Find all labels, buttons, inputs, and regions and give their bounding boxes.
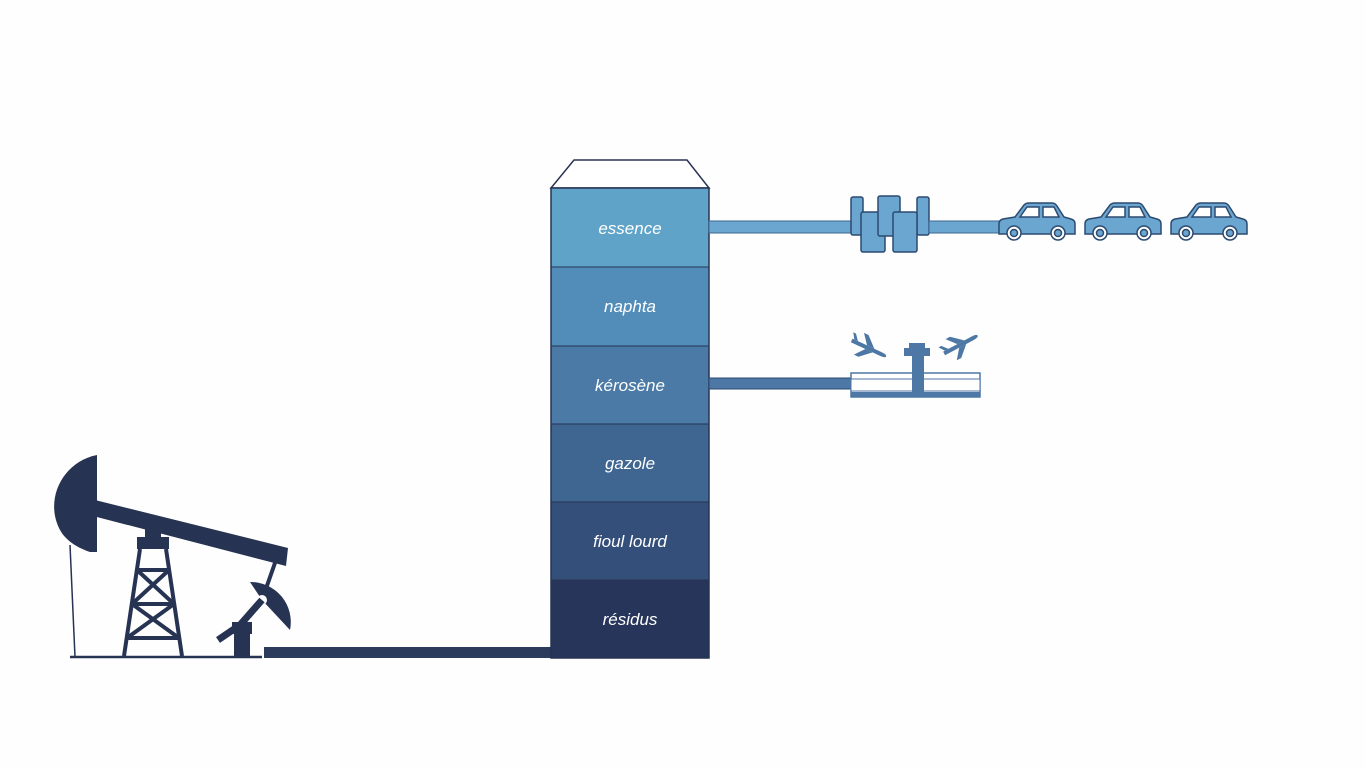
layer-label-naphta: naphta <box>604 297 656 316</box>
layer-label-residus: résidus <box>603 610 658 629</box>
essence-pipe-2 <box>928 220 1000 234</box>
oil-pumpjack-icon <box>54 455 291 659</box>
crude-feed-pipe <box>264 647 552 658</box>
layer-fioul-lourd <box>551 502 709 580</box>
layer-label-fioul-lourd: fioul lourd <box>593 532 667 551</box>
column-cap <box>549 159 711 189</box>
fuel-tank-icon <box>850 195 930 253</box>
layer-kerosene <box>551 346 709 424</box>
layer-label-essence: essence <box>598 219 661 238</box>
control-tower-icon <box>904 343 930 397</box>
airport-icon <box>850 332 981 398</box>
car-icon <box>998 202 1248 241</box>
layer-essence <box>551 188 709 267</box>
essence-pipe <box>708 220 852 234</box>
airplane-landing-icon <box>850 332 887 358</box>
kerosene-output <box>708 332 981 398</box>
essence-output <box>708 195 1248 253</box>
airplane-takeoff-icon <box>938 334 978 361</box>
layer-label-kerosene: kérosène <box>595 376 665 395</box>
distillation-column: essence naphta kérosène gazole fioul lou… <box>549 159 711 659</box>
layer-label-gazole: gazole <box>605 454 655 473</box>
layer-naphta <box>551 267 709 346</box>
kerosene-pipe <box>708 377 852 390</box>
layer-gazole <box>551 424 709 502</box>
layer-residus <box>551 580 709 658</box>
